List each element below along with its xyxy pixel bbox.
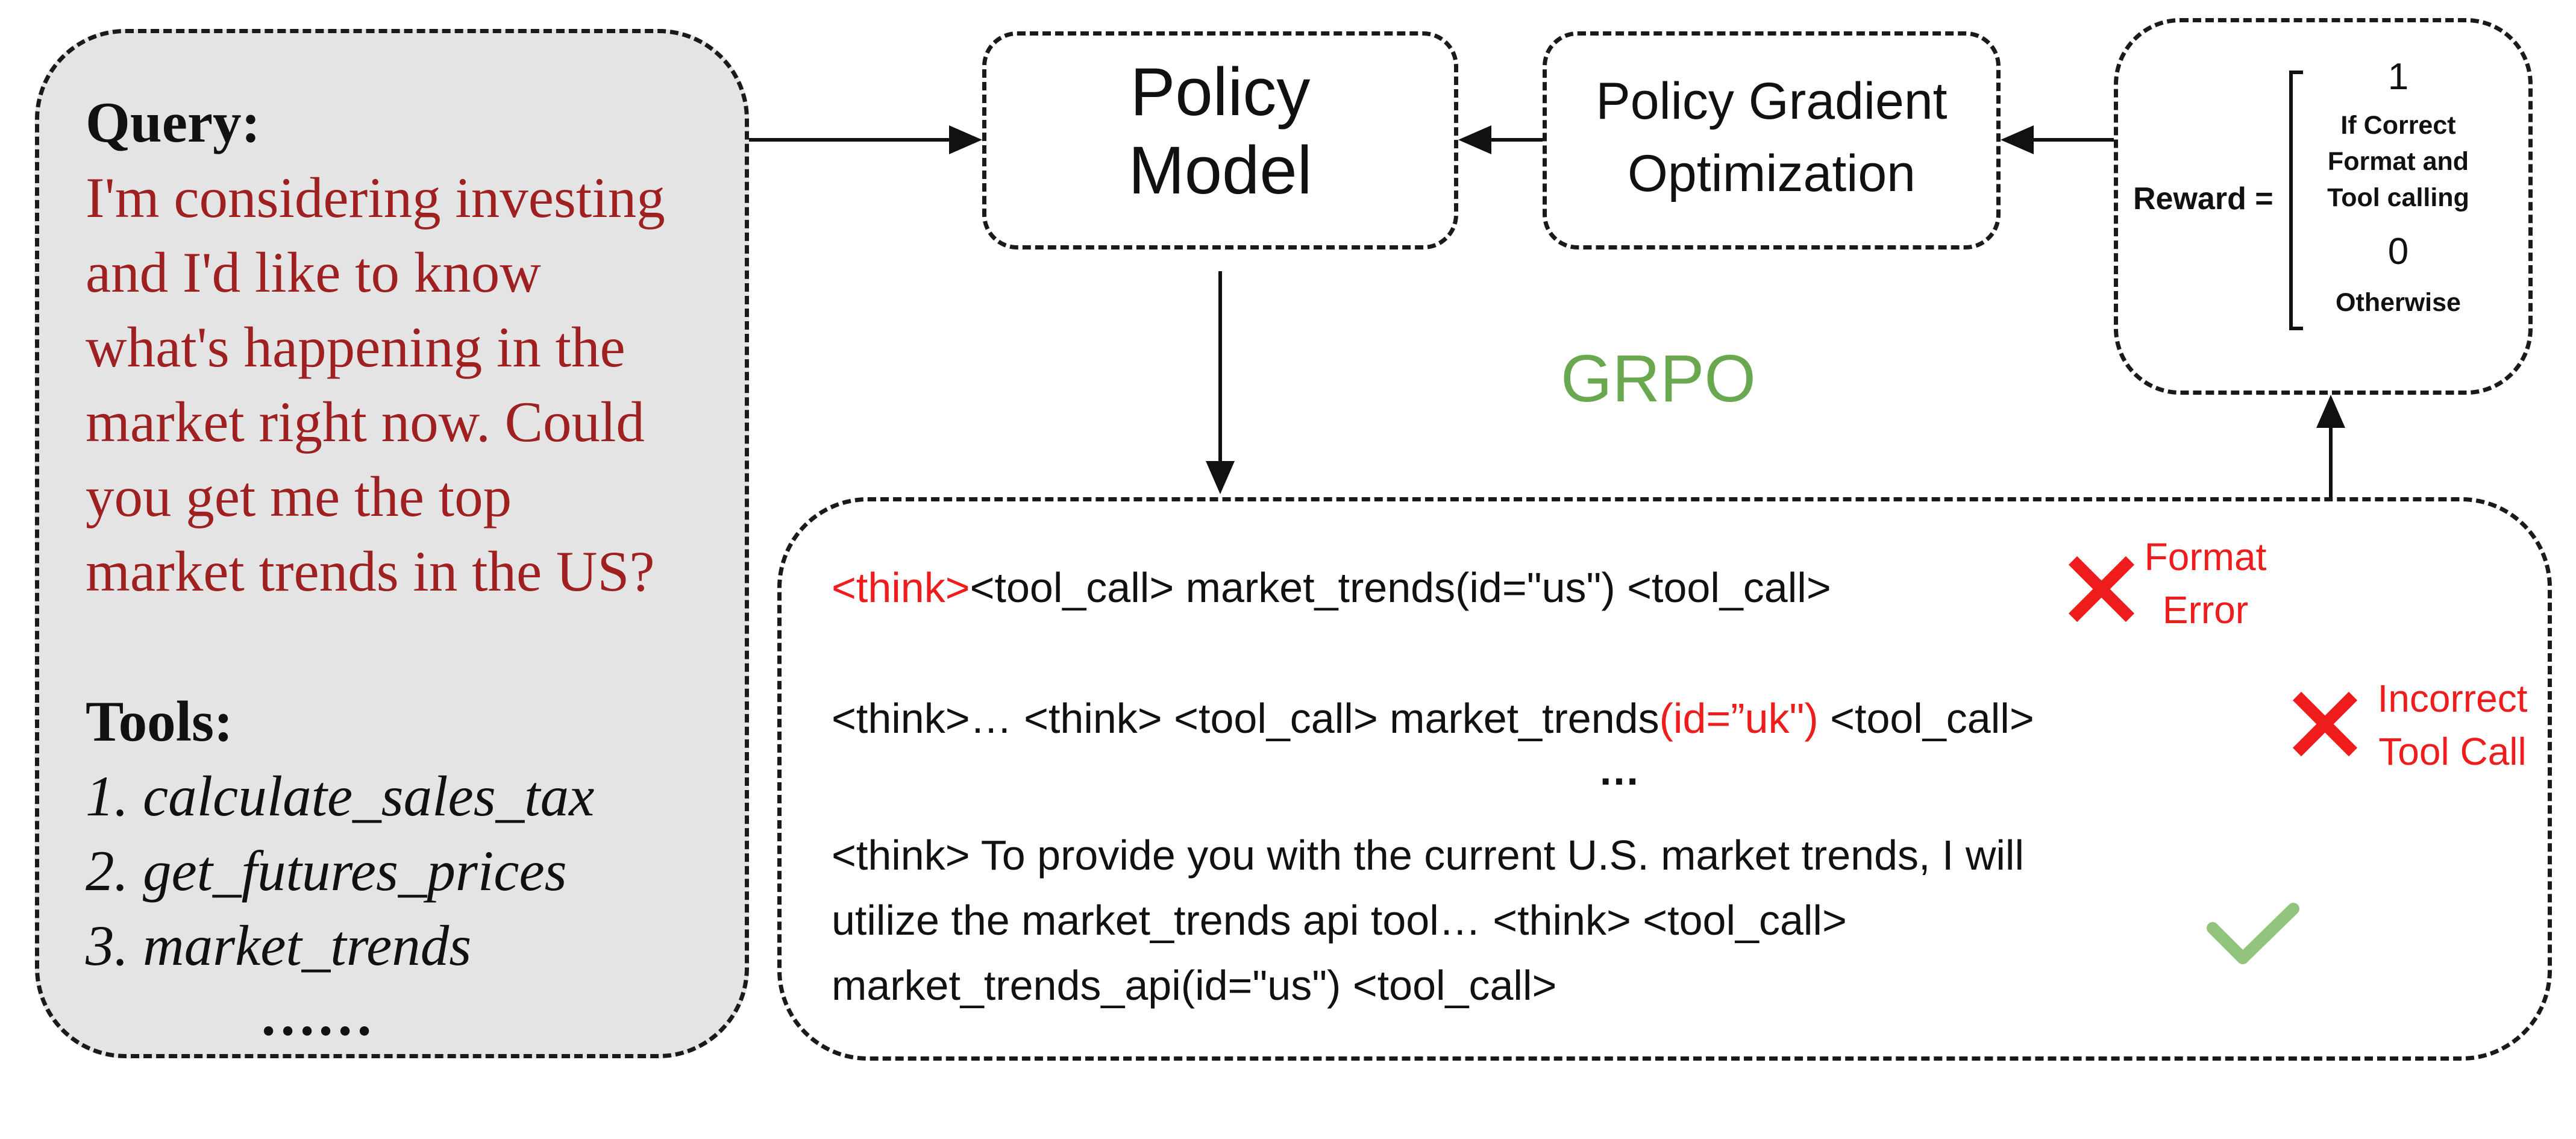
format-error-label: Format Error — [2133, 530, 2278, 636]
query-line: and I'd like to know — [86, 240, 541, 304]
arrowhead — [2001, 125, 2034, 154]
incorrect-tool-call-label: Incorrect Tool Call — [2362, 672, 2543, 778]
output-correct-line: market_trends_api(id="us") <tool_call> — [832, 962, 1557, 1009]
arrowhead — [2316, 395, 2345, 428]
outputs-ellipsis: … — [1598, 747, 1640, 794]
pgo-title: Policy Gradient Optimization — [1543, 65, 2001, 210]
output-text: <think>… <think> <tool_call> market_tren… — [832, 695, 1659, 742]
query-line: market trends in the US? — [86, 539, 655, 603]
error-label-line: Format — [2144, 535, 2267, 579]
query-text: I'm considering investing and I'd like t… — [86, 160, 665, 609]
query-label: Query: — [86, 90, 261, 154]
query-line: market right now. Could — [86, 390, 645, 454]
policy-model-box — [982, 31, 1458, 249]
tool-item: 2. get_futures_prices — [86, 839, 567, 903]
output-text: <tool_call> market_trends(id="us") <tool… — [970, 564, 1831, 611]
query-line: I'm considering investing — [86, 166, 665, 230]
output-format-error-line: <think><tool_call> market_trends(id="us"… — [832, 563, 1831, 612]
arrowhead — [949, 125, 982, 154]
reward-condition-correct: If Correct Format and Tool calling — [2308, 107, 2489, 216]
error-label-line: Incorrect — [2377, 677, 2528, 720]
rollout-outputs-box — [777, 497, 2552, 1061]
policy-gradient-optimization-box — [1543, 31, 2001, 249]
query-line: you get me the top — [86, 465, 512, 529]
error-label-line: Tool Call — [2378, 730, 2527, 773]
grpo-label: GRPO — [1561, 342, 1756, 416]
reward-value-correct: 1 — [2387, 56, 2409, 98]
error-label-line: Error — [2162, 588, 2249, 632]
output-text: <tool_call> — [1818, 695, 2034, 742]
reward-condition-line: If Correct — [2340, 111, 2456, 140]
query-tools-panel — [35, 29, 749, 1058]
cross-icon — [2292, 691, 2358, 757]
reward-condition-otherwise: Otherwise — [2336, 288, 2461, 317]
pgo-line: Optimization — [1628, 145, 1916, 202]
think-tag-highlight: <think> — [832, 564, 970, 611]
output-correct-line: utilize the market_trends api tool… <thi… — [832, 897, 1847, 944]
reward-label: Reward = — [2133, 181, 2274, 216]
reward-condition-line: Tool calling — [2327, 183, 2469, 212]
reward-box — [2114, 18, 2533, 395]
tools-label: Tools: — [86, 689, 233, 753]
policy-model-line: Policy — [1130, 54, 1311, 130]
policy-model-title: Policy Model — [982, 53, 1458, 210]
query-line: what's happening in the — [86, 315, 625, 379]
output-incorrect-call-line: <think>… <think> <tool_call> market_tren… — [832, 694, 2034, 742]
tool-item: 3. market_trends — [86, 914, 472, 977]
arrowhead — [1458, 125, 1491, 154]
output-correct-line: <think> To provide you with the current … — [832, 832, 2025, 879]
reward-condition-line: Format and — [2327, 147, 2469, 176]
cross-icon — [2068, 556, 2135, 623]
tool-item: 1. calculate_sales_tax — [86, 764, 595, 828]
check-icon — [2207, 903, 2299, 964]
reward-brace — [2289, 71, 2303, 330]
reward-value-otherwise: 0 — [2387, 231, 2409, 272]
output-correct-block: <think> To provide you with the current … — [832, 823, 2024, 1018]
pgo-line: Policy Gradient — [1596, 72, 1948, 130]
policy-model-line: Model — [1128, 133, 1312, 208]
wrong-argument-highlight: (id=”uk") — [1659, 695, 1819, 742]
tools-more-ellipsis: …… — [259, 984, 374, 1047]
arrowhead — [1206, 461, 1235, 494]
